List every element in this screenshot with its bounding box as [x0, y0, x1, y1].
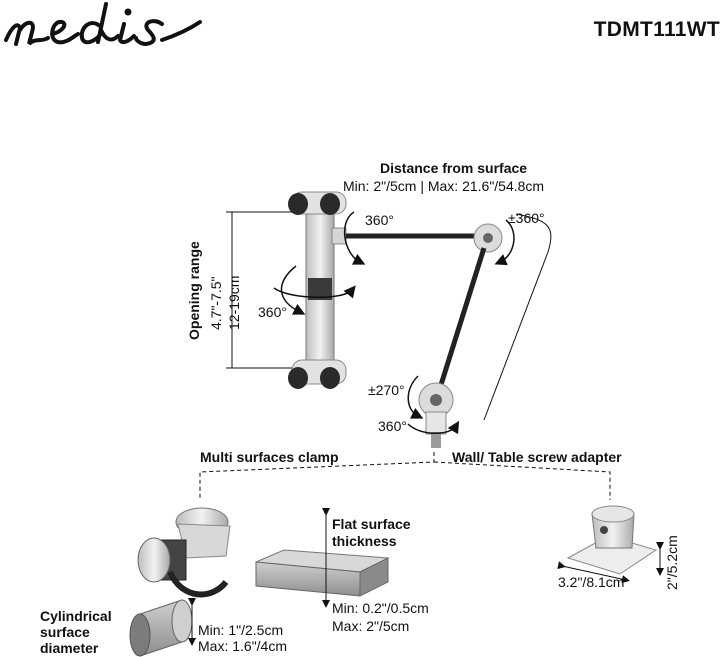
cylinder-sample: [129, 598, 196, 657]
tablet-holder: [288, 191, 347, 389]
rotation-base-spin: 360°: [378, 418, 407, 434]
flat-max: Max: 2"/5cm: [332, 618, 410, 634]
adapter-title: Wall/ Table screw adapter: [452, 449, 622, 465]
rotation-base-tilt: ±270°: [368, 382, 405, 398]
distance-title: Distance from surface: [380, 160, 528, 176]
model-number: TDMT111WT: [593, 18, 720, 41]
distance-values: Min: 2"/5cm | Max: 21.6"/54.8cm: [343, 178, 545, 194]
flat-min: Min: 0.2"/0.5cm: [332, 600, 429, 616]
cyl-title-3: diameter: [40, 640, 99, 656]
surface-clamp: [137, 507, 231, 598]
cyl-title-1: Cylindrical: [40, 608, 112, 624]
clamp-title: Multi surfaces clamp: [200, 449, 339, 465]
articulated-arm: [346, 223, 503, 448]
screw-adapter: [557, 505, 664, 584]
cyl-title-2: surface: [40, 624, 90, 640]
flat-title-1: Flat surface: [332, 516, 411, 532]
adapter-height: 2"/5.2cm: [664, 535, 680, 590]
opening-range-inch: 4.7"-7.5": [208, 276, 224, 330]
rotation-holder-top: 360°: [365, 212, 394, 228]
flat-surface-block: [255, 508, 390, 608]
rotation-holder-mid: 360°: [258, 304, 287, 320]
flat-title-2: thickness: [332, 533, 397, 549]
adapter-width: 3.2"/8.1cm: [558, 574, 625, 590]
nedis-logo: [4, 2, 202, 47]
opening-range-cm: 12-19cm: [226, 275, 242, 330]
rotation-elbow: ±360°: [508, 210, 545, 226]
cyl-min: Min: 1"/2.5cm: [198, 622, 284, 638]
cyl-max: Max: 1.6"/4cm: [198, 638, 287, 654]
opening-range-title: Opening range: [186, 241, 202, 340]
